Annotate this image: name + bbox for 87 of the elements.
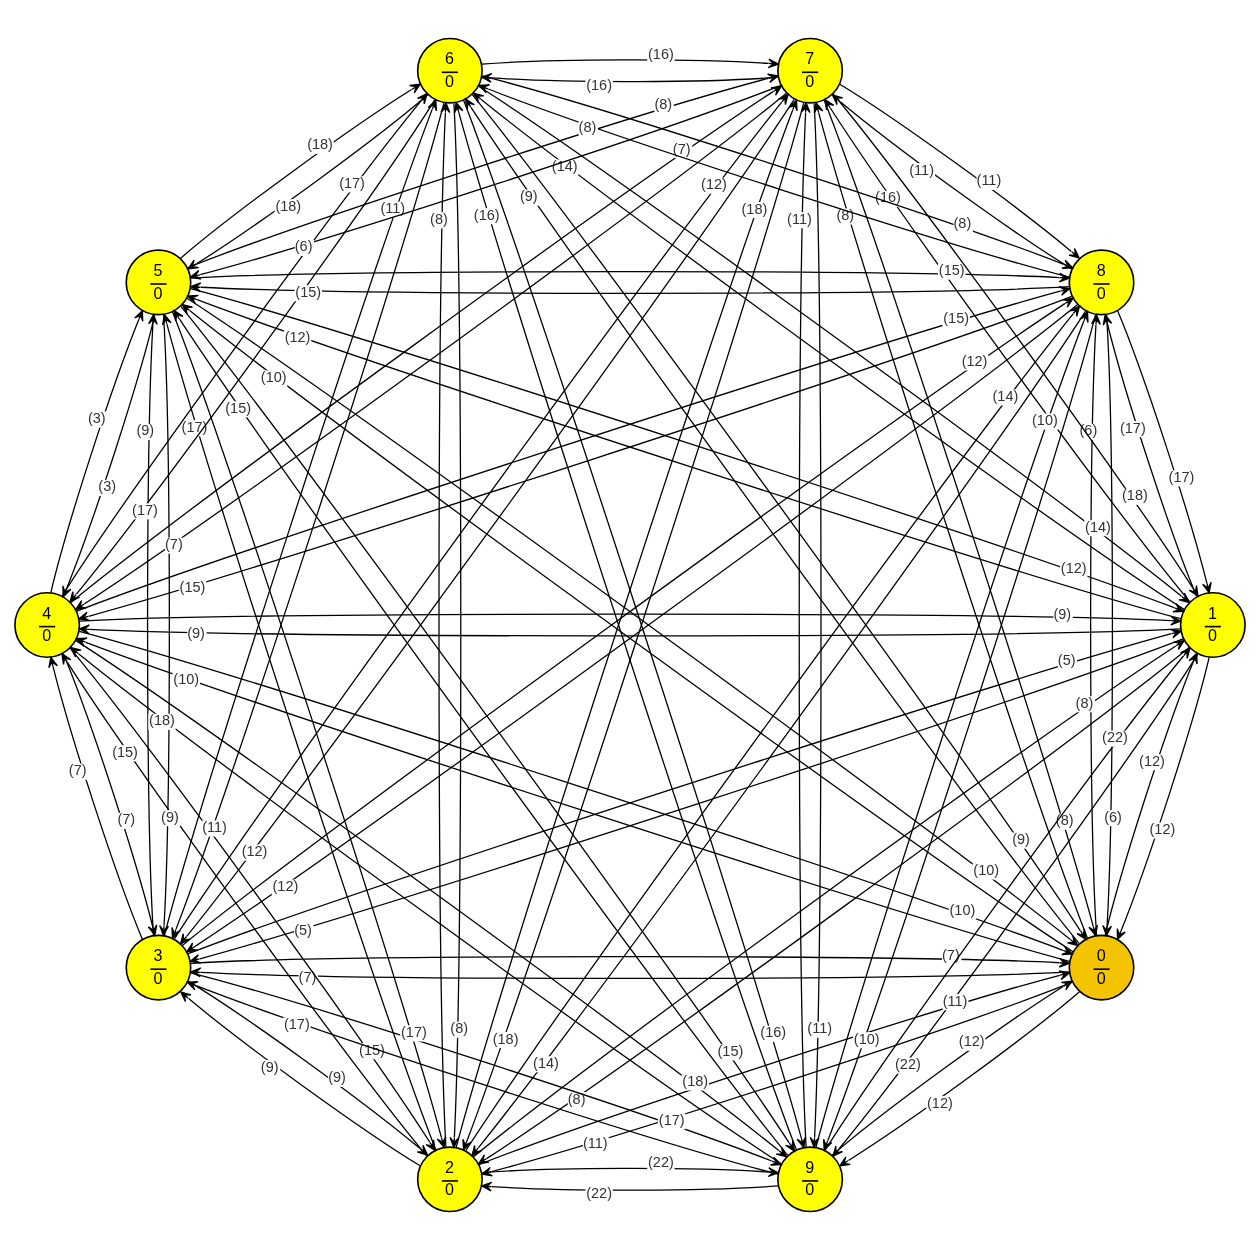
edge-label: (18)	[741, 200, 768, 217]
edge-label: (7)	[672, 140, 691, 157]
edge-label: (8)	[430, 210, 448, 227]
edge-label: (22)	[586, 1185, 612, 1202]
edge-label: (9)	[519, 188, 538, 205]
edge-label: (12)	[701, 176, 727, 193]
edge-label: (14)	[551, 158, 578, 175]
edge-label: (9)	[1053, 605, 1072, 622]
edge-label: (22)	[648, 1154, 674, 1171]
edge-label: (17)	[283, 1016, 310, 1033]
edge-label: (12)	[927, 1094, 953, 1111]
edge-label: (15)	[295, 283, 322, 300]
edge-label: (5)	[1057, 652, 1076, 669]
edge-label: (8)	[1075, 694, 1094, 711]
edge-label: (15)	[225, 399, 252, 416]
edge-label: (11)	[909, 161, 934, 178]
edge-label: (14)	[992, 387, 1019, 404]
edge-label: (12)	[1149, 821, 1176, 838]
edge-label: (16)	[586, 76, 612, 93]
edge-label: (14)	[1085, 518, 1111, 535]
edge-label: (11)	[942, 992, 968, 1009]
edge-label: (11)	[807, 1020, 833, 1037]
edge-label: (3)	[98, 478, 117, 495]
edge-label: (9)	[136, 422, 155, 439]
edge-label: (18)	[682, 1073, 709, 1090]
edge-label: (10)	[949, 902, 976, 919]
edge-label: (9)	[187, 625, 205, 642]
edge-label: (12)	[1139, 752, 1165, 769]
edge-label: (15)	[717, 1042, 744, 1059]
edge-label: (5)	[294, 921, 312, 938]
edge-label: (12)	[961, 352, 988, 369]
edge-label: (7)	[165, 536, 183, 553]
edge-label: (15)	[943, 309, 970, 326]
edge-label: (10)	[173, 671, 200, 688]
edge-label: (7)	[942, 947, 960, 964]
edge-label: (6)	[294, 238, 313, 255]
edge-label: (8)	[578, 119, 597, 136]
edge-label: (7)	[298, 968, 317, 985]
edge-label: (9)	[1012, 831, 1030, 848]
edge-label: (11)	[976, 172, 1002, 189]
edge-label: (17)	[401, 1024, 427, 1041]
edge-label: (18)	[1122, 487, 1148, 504]
edge-label: (6)	[1104, 808, 1122, 825]
edge-label: (8)	[1055, 812, 1074, 829]
edge-label: (17)	[1119, 419, 1146, 436]
edge-label: (11)	[202, 819, 227, 836]
edge-label: (15)	[179, 578, 206, 595]
edge-label: (11)	[787, 210, 812, 227]
edge-label: (17)	[132, 501, 158, 518]
edge-label: (22)	[1102, 729, 1128, 746]
edge-label: (10)	[1032, 412, 1058, 429]
edge-label: (9)	[260, 1058, 279, 1075]
edge-label: (12)	[272, 878, 299, 895]
edge-label: (7)	[68, 762, 87, 779]
edge-label: (11)	[582, 1135, 608, 1152]
edge-label: (12)	[958, 1033, 985, 1050]
edge-label: (8)	[567, 1090, 586, 1107]
edge-label: (3)	[87, 410, 106, 427]
edge-label: (10)	[853, 1030, 880, 1047]
edge-label: (10)	[973, 862, 1000, 879]
edge-label: (16)	[473, 206, 500, 223]
edge-label: (18)	[307, 136, 333, 153]
edge-label: (12)	[1060, 559, 1087, 576]
edge-label: (8)	[953, 215, 972, 232]
edge-label: (9)	[328, 1069, 346, 1086]
edge-label: (15)	[112, 743, 138, 760]
edge-label: (18)	[492, 1030, 519, 1047]
edge-label: (17)	[658, 1111, 685, 1128]
edge-label: (12)	[241, 843, 268, 860]
edge-label: (14)	[533, 1054, 559, 1071]
edge-label: (11)	[380, 200, 406, 217]
edge-label: (10)	[260, 369, 287, 385]
edge-label: (9)	[161, 808, 179, 825]
edge-label: (16)	[648, 45, 674, 62]
edge-label: (16)	[760, 1024, 787, 1041]
edge-label: (15)	[938, 262, 965, 279]
edge-label: (16)	[875, 189, 901, 206]
edge-label: (7)	[117, 811, 136, 828]
edge-label: (12)	[284, 328, 311, 345]
edge-label: (8)	[836, 207, 855, 224]
edge-label: (8)	[450, 1020, 469, 1037]
edge-label: (18)	[275, 197, 302, 214]
edge-label: (17)	[339, 174, 365, 191]
edge-label: (17)	[1168, 468, 1195, 485]
edge-label: (8)	[654, 95, 673, 112]
edge-label: (18)	[149, 712, 175, 729]
edge-label: (22)	[895, 1056, 921, 1073]
